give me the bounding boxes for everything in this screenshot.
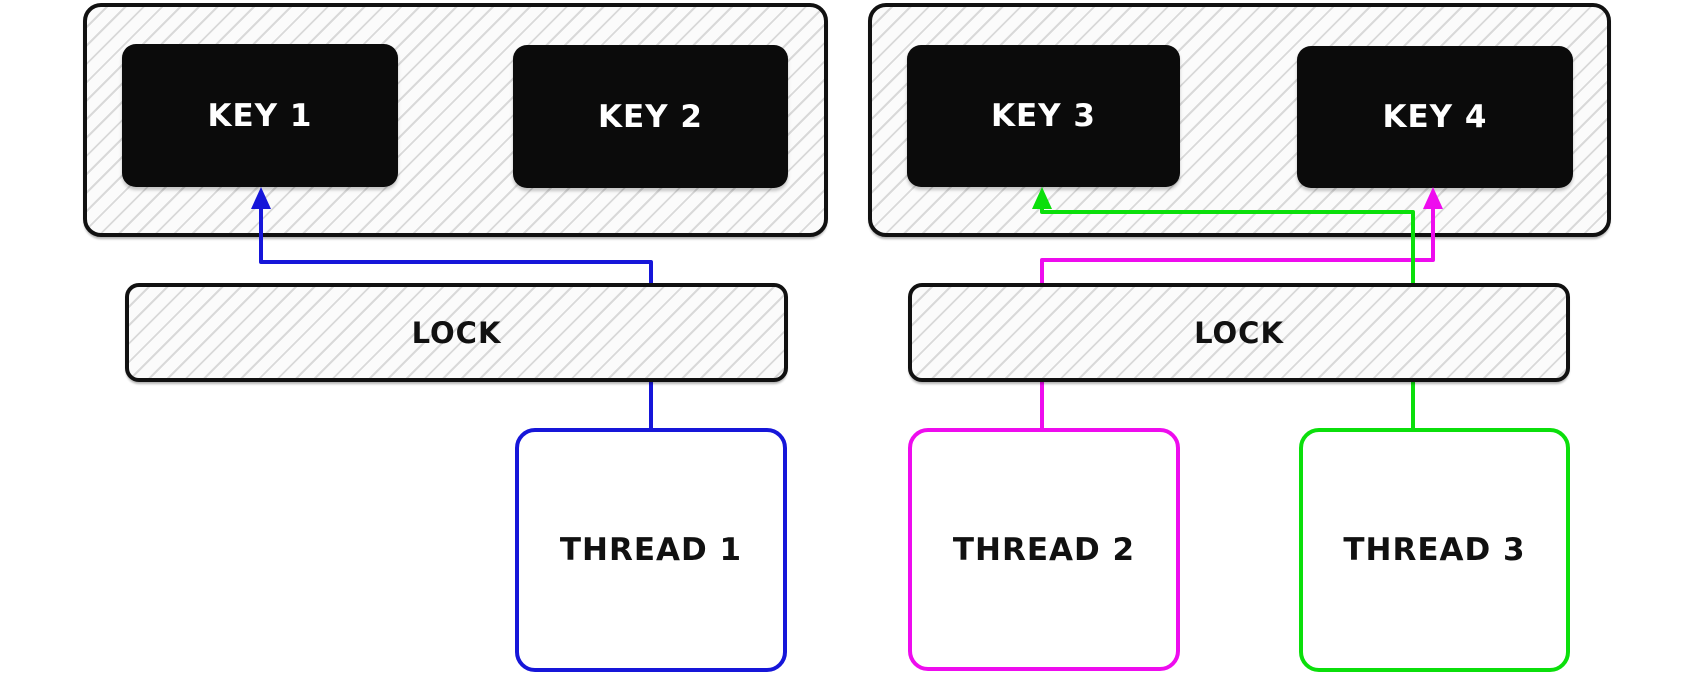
lock-left-label: LOCK <box>411 315 502 350</box>
thread3-label: THREAD 3 <box>1343 532 1526 568</box>
key3-label: KEY 3 <box>990 98 1096 134</box>
key3-node: KEY 3 <box>907 45 1180 187</box>
key2-node: KEY 2 <box>513 45 788 188</box>
lock-bar-left: LOCK <box>125 283 788 382</box>
thread2-label: THREAD 2 <box>952 531 1136 568</box>
key1-node: KEY 1 <box>122 44 398 187</box>
key2-label: KEY 2 <box>597 98 703 135</box>
key4-node: KEY 4 <box>1297 46 1573 188</box>
thread3-node: THREAD 3 <box>1299 428 1570 672</box>
thread1-label: THREAD 1 <box>559 532 743 568</box>
lock-right-label: LOCK <box>1194 315 1284 350</box>
key1-label: KEY 1 <box>207 97 313 134</box>
lock-bar-right: LOCK <box>908 283 1570 382</box>
thread2-node: THREAD 2 <box>908 428 1180 671</box>
key4-label: KEY 4 <box>1382 99 1488 135</box>
thread1-node: THREAD 1 <box>515 428 787 672</box>
